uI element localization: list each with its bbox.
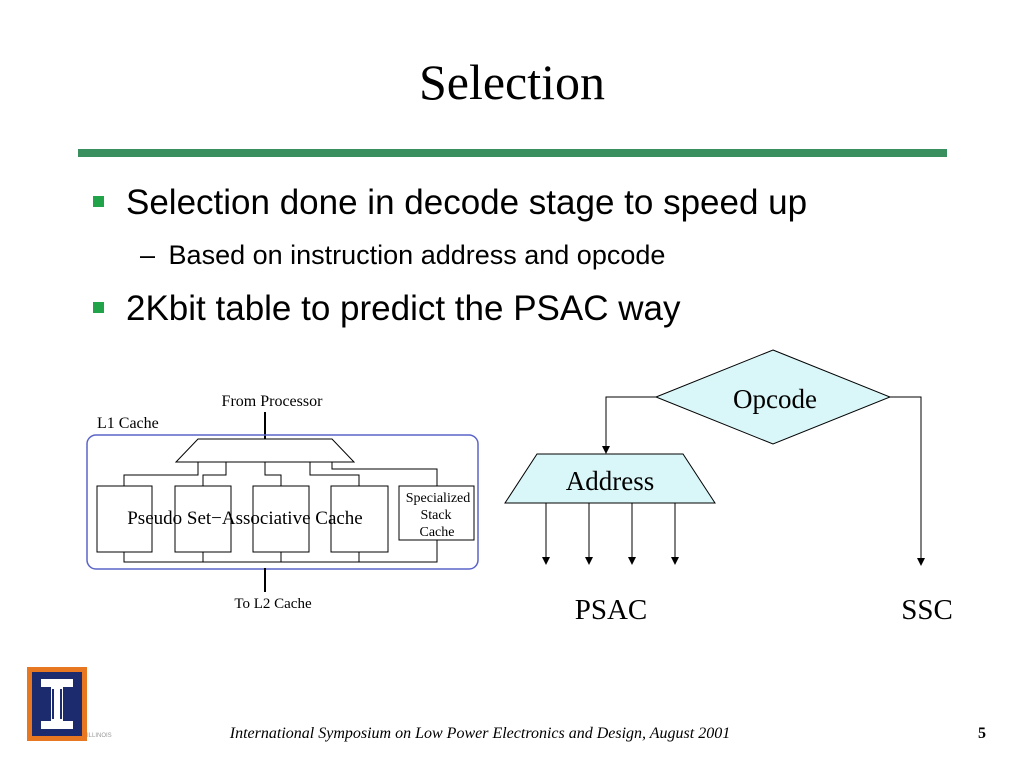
logo-caption: ILLINOIS [87, 733, 112, 739]
stack-cache-line-1: Specialized [406, 491, 471, 506]
stack-cache-line-3: Cache [420, 525, 455, 540]
out-wire-1 [123, 552, 265, 563]
out-wire-5 [359, 540, 438, 563]
slide-title: Selection [418, 54, 606, 110]
to-l2-label: To L2 Cache [234, 596, 312, 612]
from-processor-label: From Processor [222, 393, 324, 410]
wire-2 [202, 462, 227, 486]
bullet-2: 2Kbit table to predict the PSAC way [93, 289, 681, 329]
l1-cache-label: L1 Cache [97, 415, 159, 432]
bullet-1-text: Selection done in decode stage to speed … [126, 183, 808, 222]
university-logo [27, 667, 87, 741]
sub-bullet-dash: – [140, 240, 156, 270]
wire-right [331, 462, 438, 486]
title-divider [78, 149, 947, 157]
bullet-2-text: 2Kbit table to predict the PSAC way [126, 289, 681, 328]
l1-cache-boundary [86, 434, 479, 570]
stack-cache-line-2: Stack [420, 508, 451, 523]
opcode-to-ssc-line [890, 396, 925, 566]
psac-label: PSAC [575, 594, 648, 626]
sub-bullet-1: – Based on instruction address and opcod… [140, 239, 665, 271]
page-number: 5 [978, 725, 986, 742]
opcode-diamond [654, 349, 892, 445]
mux-shape [174, 438, 356, 463]
bullet-square-icon [93, 302, 104, 313]
address-label: Address [566, 466, 655, 496]
footer-text: International Symposium on Low Power Ele… [229, 725, 731, 742]
sub-bullet-text: Based on instruction address and opcode [168, 240, 666, 270]
opcode-label: Opcode [733, 384, 817, 414]
ssc-label: SSC [901, 594, 953, 626]
wire-3 [264, 462, 282, 486]
address-trapezoid [504, 453, 716, 504]
bullet-1: Selection done in decode stage to speed … [93, 183, 808, 223]
wire-4 [309, 462, 360, 486]
pseudo-cache-label: Pseudo Set−Associative Cache [127, 508, 363, 529]
opcode-to-address-line [602, 396, 656, 454]
wire-left [123, 462, 199, 486]
bullet-square-icon [93, 196, 104, 207]
